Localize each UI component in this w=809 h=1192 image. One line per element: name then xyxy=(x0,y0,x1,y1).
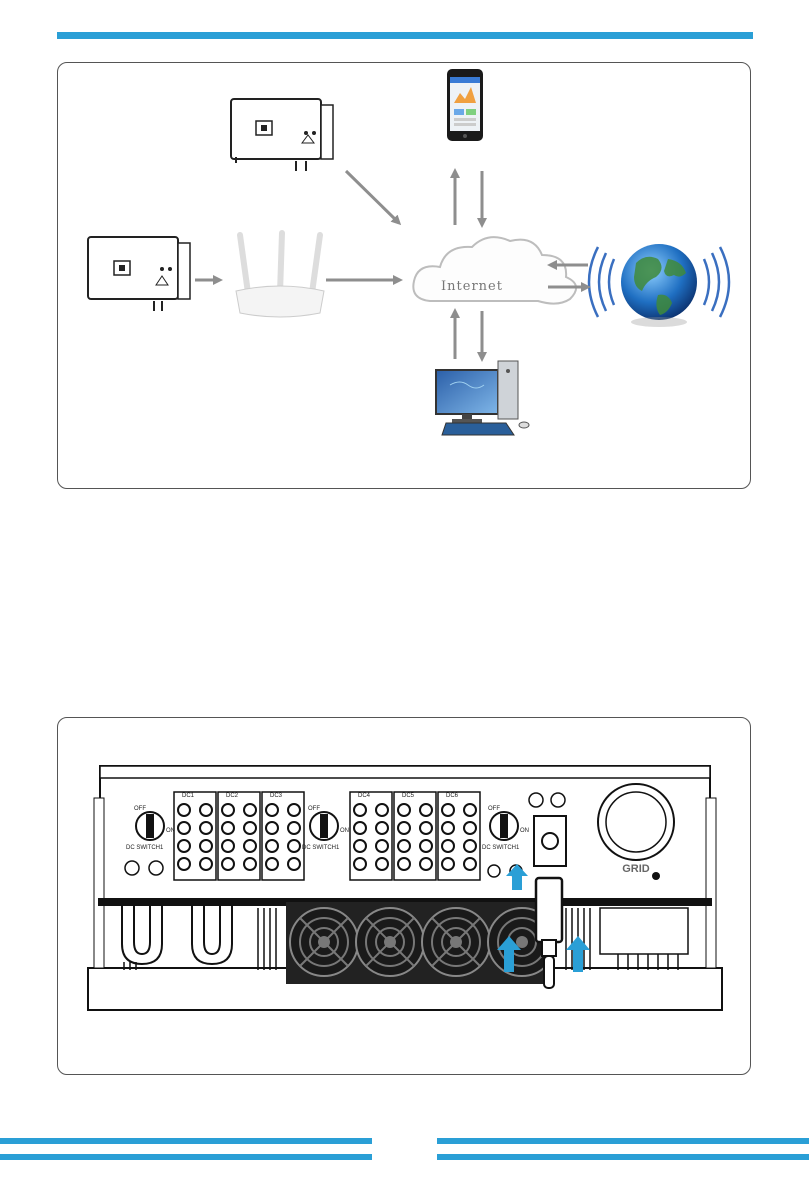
grid-label: GRID xyxy=(622,863,650,875)
switch-off-label: OFF xyxy=(134,806,146,812)
group-label: DC3 xyxy=(270,793,283,799)
internet-cloud: Internet xyxy=(413,237,576,303)
cooling-fans xyxy=(286,902,556,984)
network-diagram-panel: Internet xyxy=(57,62,751,489)
group-label: DC4 xyxy=(358,793,371,799)
header-accent-bar xyxy=(57,32,753,39)
dc-input-group-5: DC5 xyxy=(394,792,436,880)
desktop-computer-image xyxy=(436,361,529,435)
group-label: DC5 xyxy=(402,793,415,799)
web-globe-image xyxy=(589,244,729,327)
switch-on-label: ON xyxy=(520,828,529,834)
fan-1 xyxy=(290,908,358,976)
group-label: DC1 xyxy=(182,793,195,799)
footer-accent-bar-left-top xyxy=(0,1138,372,1144)
inverter-bottom-panel: OFF ON DC SWITCH1 DC1 DC2 DC3 OFF ON DC … xyxy=(57,717,751,1075)
footer-accent-bar-right-bottom xyxy=(437,1154,809,1160)
fan-3 xyxy=(422,908,490,976)
switch-name-label: DC SWITCH1 xyxy=(482,845,520,851)
right-housing xyxy=(600,908,688,954)
switch-on-label: ON xyxy=(340,828,349,834)
router-image xyxy=(236,233,324,317)
group-label: DC6 xyxy=(446,793,459,799)
dc-input-group-1: DC1 xyxy=(174,792,216,880)
group-label: DC2 xyxy=(226,793,239,799)
inverter-bottom-drawing: OFF ON DC SWITCH1 DC1 DC2 DC3 OFF ON DC … xyxy=(58,718,752,1076)
footer-accent-bar-right-top xyxy=(437,1138,809,1144)
dc-input-group-6: DC6 xyxy=(438,792,480,880)
switch-name-label: DC SWITCH1 xyxy=(126,845,164,851)
inverter-left-image xyxy=(88,237,190,311)
dc-input-group-2: DC2 xyxy=(218,792,260,880)
fan-2 xyxy=(356,908,424,976)
network-diagram: Internet xyxy=(58,63,752,490)
footer-accent-bar-left-bottom xyxy=(0,1154,372,1160)
dc-input-group-3: DC3 xyxy=(262,792,304,880)
inverter-top-image xyxy=(231,99,333,171)
dc-input-group-4: DC4 xyxy=(350,792,392,880)
switch-off-label: OFF xyxy=(308,806,320,812)
arrow-inverter-to-cloud xyxy=(346,171,399,223)
smartphone-image xyxy=(447,69,483,141)
switch-off-label: OFF xyxy=(488,806,500,812)
switch-name-label: DC SWITCH1 xyxy=(302,845,340,851)
internet-label: Internet xyxy=(441,279,503,294)
